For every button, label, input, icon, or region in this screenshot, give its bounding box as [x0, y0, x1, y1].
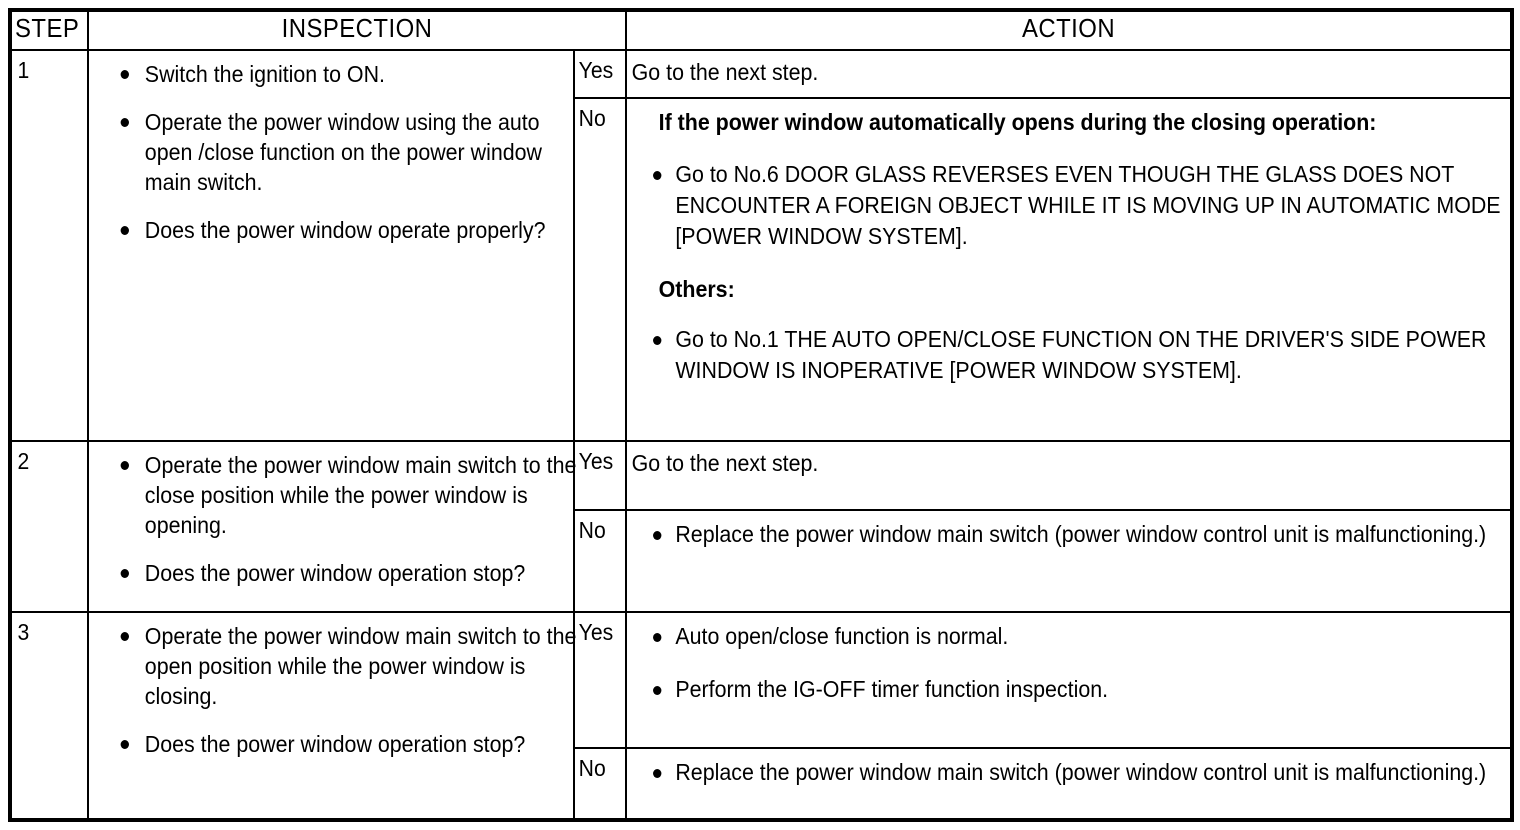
action-text-2-yes: Go to the next step. — [631, 450, 819, 477]
column-header-inspection-label: INSPECTION — [281, 13, 433, 43]
list-item: Auto open/close function is normal. — [636, 621, 1515, 652]
result-label-yes-3: Yes — [578, 618, 614, 645]
list-item: Perform the IG-OFF timer function inspec… — [636, 674, 1515, 705]
inspection-cell-2: Operate the power window main switch to … — [87, 440, 576, 613]
list-item: Does the power window operate properly? — [98, 215, 580, 245]
action-cell-3-no: Replace the power window main switch (po… — [625, 746, 1515, 822]
step-number-2: 2 — [17, 448, 30, 475]
list-item: Operate the power window using the auto … — [98, 107, 580, 197]
action-cell-1-no: If the power window automatically opens … — [625, 97, 1515, 443]
step-number-1: 1 — [17, 57, 30, 83]
step-number-cell-2: 2 — [9, 440, 89, 613]
result-label-cell-1-yes: Yes — [572, 48, 628, 100]
result-label-cell-2-no: No — [572, 508, 628, 613]
inspection-bullet-list-1: Switch the ignition to ON. Operate the p… — [98, 59, 580, 245]
step-number-3: 3 — [17, 618, 30, 645]
action-cell-1-yes: Go to the next step. — [625, 48, 1514, 100]
column-header-step-label: STEP — [14, 13, 80, 43]
table-row: 3 Operate the power window main switch t… — [9, 610, 1515, 822]
list-item: Operate the power window main switch to … — [98, 450, 580, 540]
step-number-cell-1: 1 — [9, 48, 89, 443]
list-item: Replace the power window main switch (po… — [636, 757, 1515, 788]
table-row: No Replace the power window main switch … — [10, 508, 1515, 613]
list-item: Replace the power window main switch (po… — [636, 519, 1515, 550]
column-header-inspection: INSPECTION — [108, 9, 606, 51]
list-item: Go to No.6 DOOR GLASS REVERSES EVEN THOU… — [636, 159, 1515, 252]
action-subheading-1-no: Others: — [658, 276, 735, 303]
result-label-cell-2-yes: Yes — [572, 440, 628, 511]
list-item: Operate the power window main switch to … — [98, 621, 580, 711]
table-header-row: STEP INSPECTION ACTION — [10, 9, 1512, 51]
inspection-cell-3: Operate the power window main switch to … — [87, 610, 576, 822]
action-cell-3-yes: Auto open/close function is normal. Perf… — [625, 610, 1515, 749]
table-row: 2 Operate the power window main switch t… — [9, 440, 1514, 613]
inspection-cell-1: Switch the ignition to ON. Operate the p… — [87, 48, 575, 443]
list-item: Go to No.1 THE AUTO OPEN/CLOSE FUNCTION … — [636, 324, 1515, 386]
column-header-action: ACTION — [660, 9, 1478, 51]
result-label-no-2: No — [578, 516, 606, 543]
result-label-cell-3-no: No — [572, 746, 628, 822]
result-label-yes-2: Yes — [578, 448, 614, 475]
result-label-no-3: No — [578, 754, 606, 781]
result-label-cell-3-yes: Yes — [572, 610, 628, 749]
table-row: 1 Switch the ignition to ON. Operate the… — [9, 48, 1514, 443]
list-item: Switch the ignition to ON. — [98, 59, 580, 89]
result-label-yes-1: Yes — [578, 57, 614, 83]
action-bullet-list-2-no: Replace the power window main switch (po… — [636, 519, 1515, 550]
table-row: No If the power window automatically ope… — [10, 97, 1515, 443]
inspection-bullet-list-3: Operate the power window main switch to … — [98, 621, 580, 759]
inspection-bullet-list-2: Operate the power window main switch to … — [98, 450, 580, 588]
list-item: Does the power window operation stop? — [98, 729, 580, 759]
column-header-action-label: ACTION — [1021, 13, 1116, 43]
table-row: No Replace the power window main switch … — [10, 746, 1515, 822]
action-bullet-list-3-no: Replace the power window main switch (po… — [636, 757, 1515, 788]
result-label-no-1: No — [578, 105, 606, 132]
troubleshooting-table: STEP INSPECTION ACTION 1 Switch the igni… — [8, 8, 1515, 822]
action-cell-2-no: Replace the power window main switch (po… — [625, 508, 1515, 613]
column-header-step: STEP — [12, 9, 86, 51]
action-bullet-list-3-yes: Auto open/close function is normal. Perf… — [636, 621, 1515, 705]
step-number-cell-3: 3 — [9, 610, 89, 822]
list-item: Does the power window operation stop? — [98, 558, 580, 588]
action-bullet-list-1-no-primary: Go to No.6 DOOR GLASS REVERSES EVEN THOU… — [636, 159, 1515, 252]
action-cell-2-yes: Go to the next step. — [625, 440, 1514, 511]
action-bullet-list-1-no-secondary: Go to No.1 THE AUTO OPEN/CLOSE FUNCTION … — [636, 324, 1515, 386]
result-label-cell-1-no: No — [572, 97, 628, 443]
action-heading-1-no: If the power window automatically opens … — [658, 109, 1377, 136]
action-text-1-yes: Go to the next step. — [631, 59, 819, 85]
